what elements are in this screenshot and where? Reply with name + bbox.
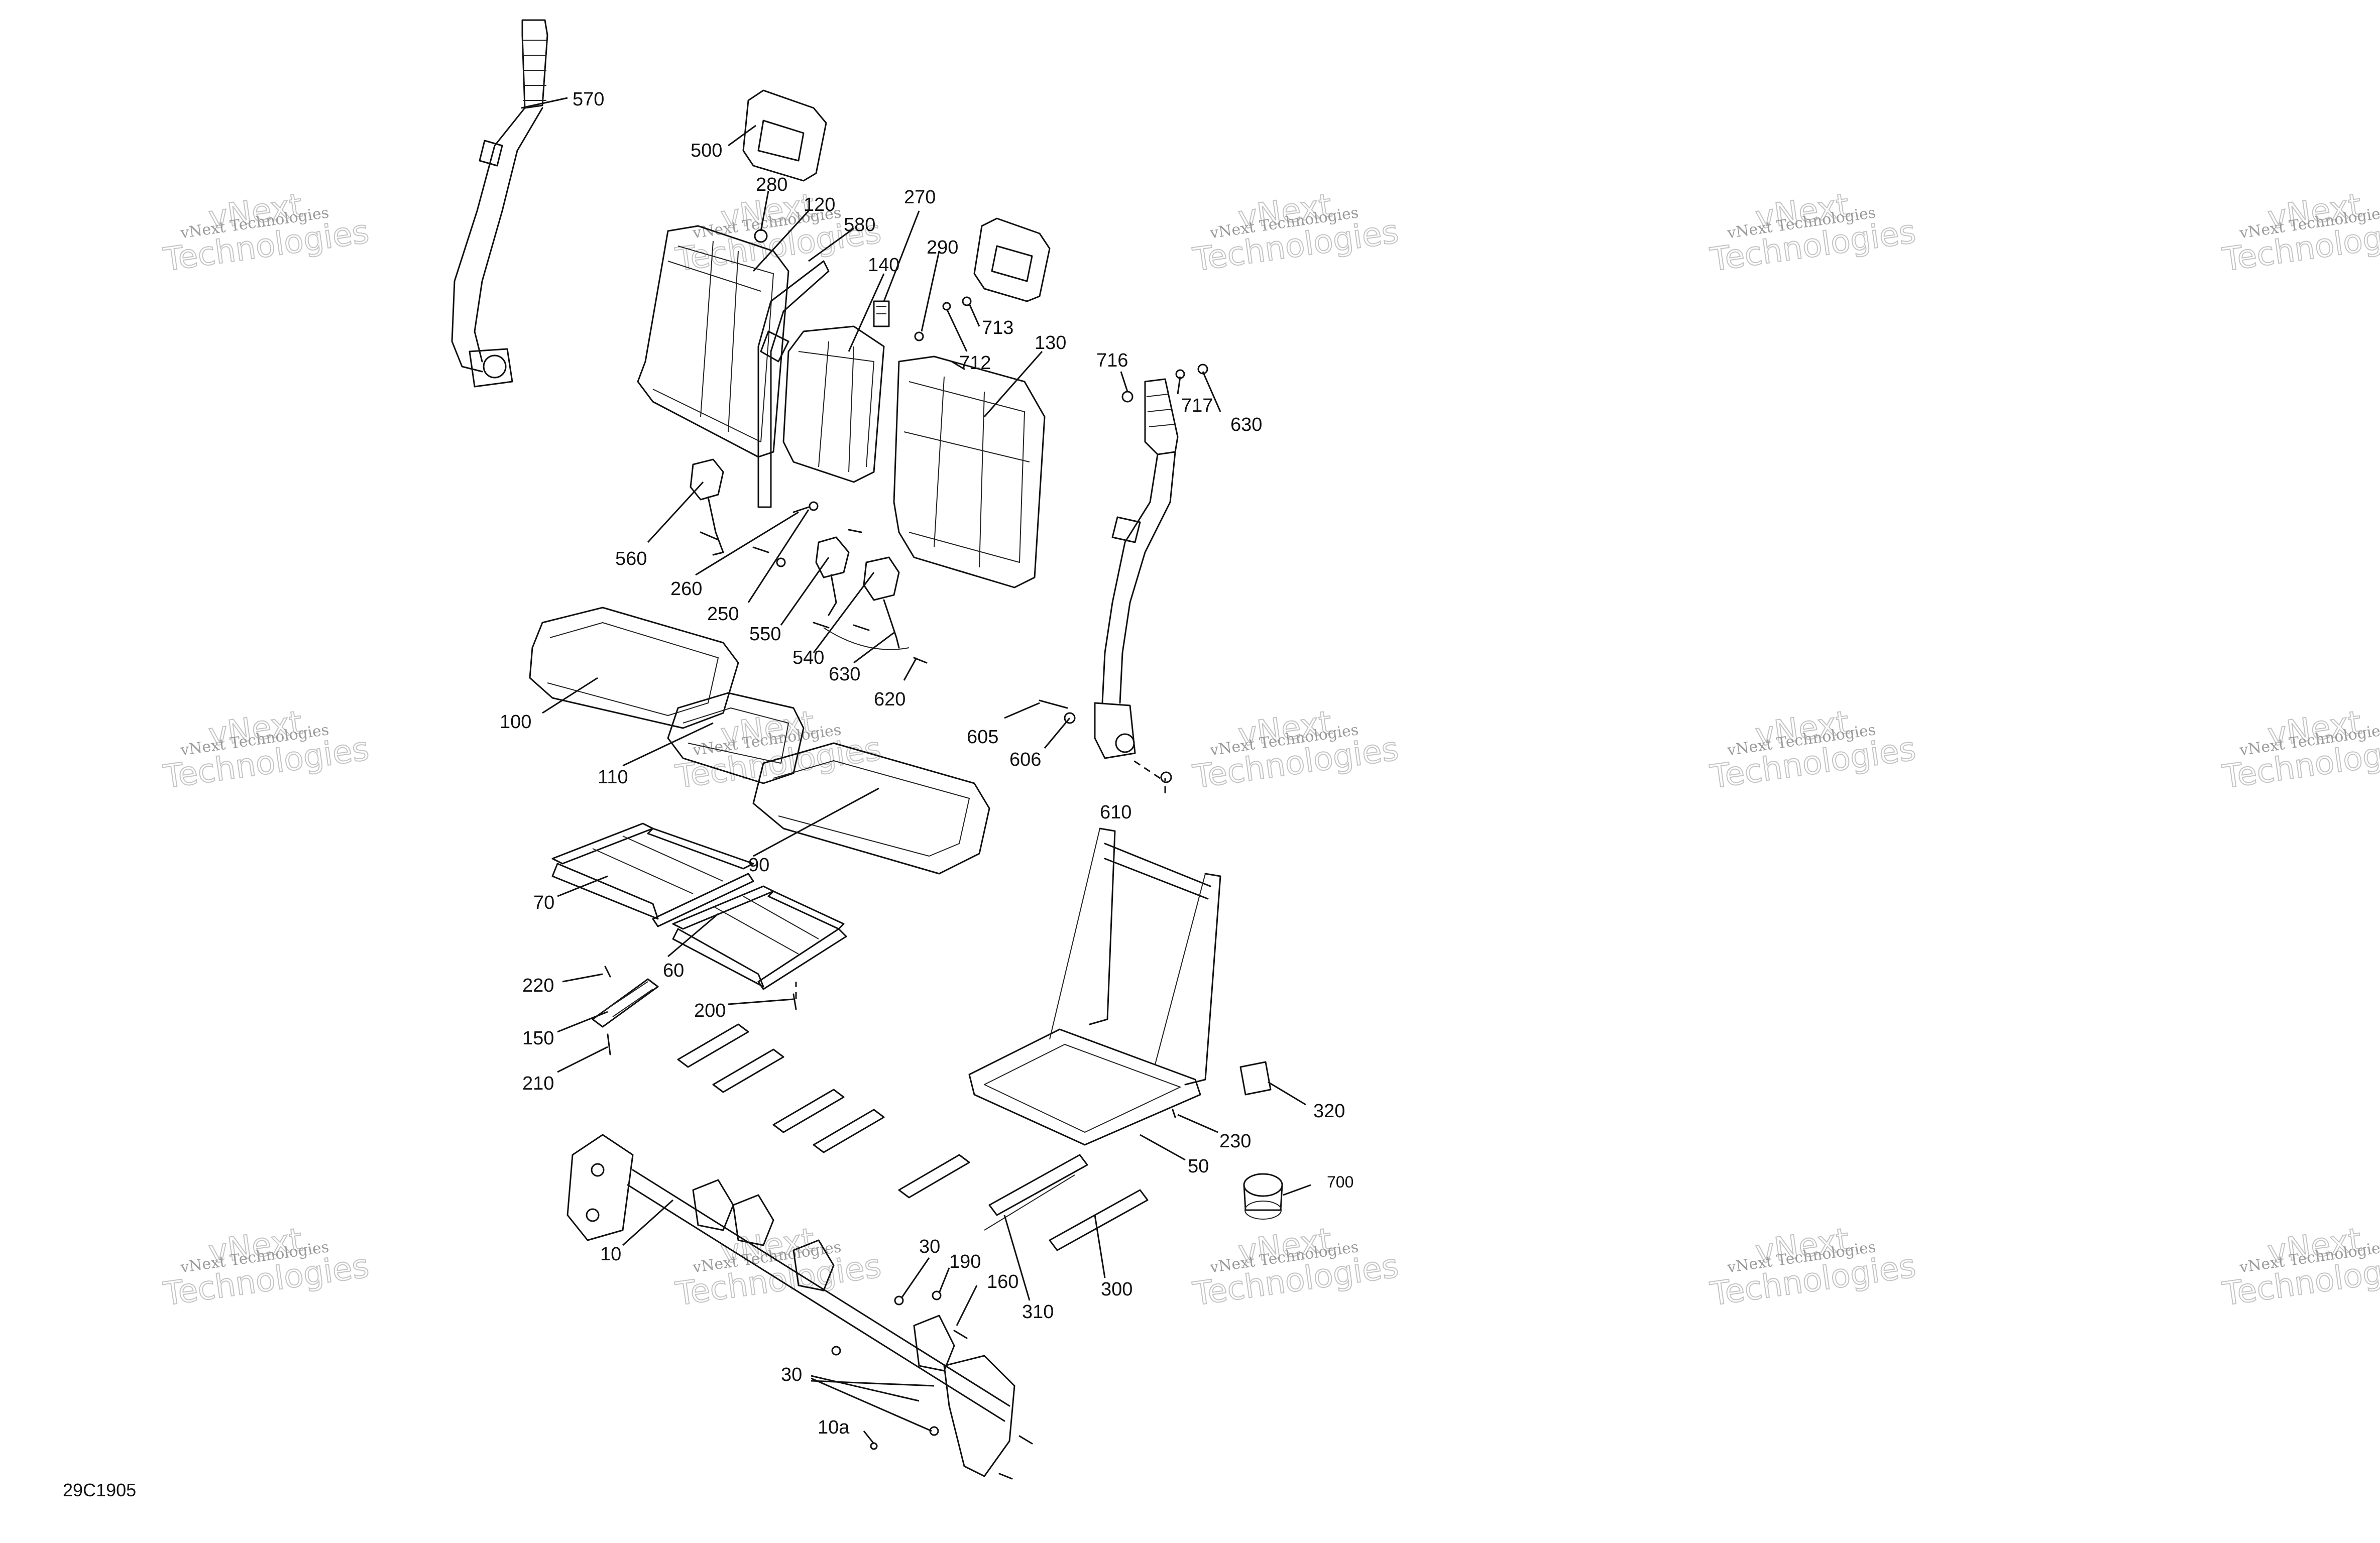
part-110-center-seat-cushion (667, 692, 805, 784)
part-320-bracket (1239, 1061, 1272, 1096)
callout-150: 150 (522, 1028, 554, 1049)
part-150-rail-slides (592, 978, 970, 1199)
part-120-left-backrest (637, 225, 789, 458)
callout-260: 260 (670, 578, 702, 600)
watermark: vNext Technologies vNext Technologies (161, 704, 372, 797)
part-70-left-seat-frame (551, 822, 754, 927)
part-10-base-frame (566, 1134, 1015, 1477)
callout-606: 606 (1009, 749, 1041, 770)
callout-110: 110 (598, 767, 628, 788)
part-50-seat-frame (968, 827, 1221, 1146)
callout-210: 210 (522, 1073, 554, 1094)
part-230-bolt (1172, 1109, 1176, 1118)
part-500-left-headrest (742, 89, 827, 182)
part-700-motor (1243, 1173, 1283, 1220)
callout-130: 130 (1035, 332, 1066, 353)
part-310-300-rails (984, 1154, 1149, 1251)
callout-310: 310 (1022, 1301, 1054, 1323)
callout-120: 120 (804, 194, 835, 215)
callout-630: 630 (1230, 414, 1262, 435)
watermark: vNext Technologies vNext Technologies (161, 1221, 372, 1314)
part-270-latch (873, 300, 890, 327)
part-140-center-backrest (782, 325, 885, 483)
part-220-200-210-fasteners (604, 966, 797, 1055)
callout-250: 250 (707, 604, 739, 625)
callout-50: 50 (1188, 1156, 1209, 1177)
part-right-seat-belt (1094, 364, 1208, 759)
callout-labels: 570 500 280 120 580 270 140 290 713 712 … (500, 89, 1353, 1438)
callout-630b: 630 (829, 664, 860, 685)
callout-580: 580 (844, 214, 875, 235)
watermark: vNext Technologies vNext Technologies (673, 1221, 884, 1314)
watermark: vNext Technologies vNext Technologies (2220, 704, 2380, 797)
callout-700: 700 (1327, 1173, 1353, 1191)
callout-300: 300 (1101, 1279, 1132, 1300)
part-580-center-belt (757, 260, 830, 508)
callout-10a: 10a (818, 1417, 850, 1438)
callout-70: 70 (533, 892, 554, 913)
callout-160: 160 (987, 1271, 1018, 1292)
callout-290: 290 (927, 237, 958, 258)
part-550-buckle (815, 536, 850, 616)
part-605-606-bolt (1039, 699, 1172, 783)
part-540-buckle (813, 556, 928, 664)
callout-140: 140 (868, 255, 899, 276)
callout-280: 280 (756, 174, 787, 195)
callout-500: 500 (691, 140, 722, 161)
part-130-right-backrest (893, 355, 1046, 588)
watermark: vNext Technologies vNext Technologies (1190, 704, 1401, 797)
watermark: vNext Technologies vNext Technologies (2220, 1221, 2380, 1314)
callout-30b: 30 (781, 1364, 802, 1385)
callout-620: 620 (874, 689, 905, 710)
callout-100: 100 (500, 711, 531, 733)
callout-230: 230 (1219, 1131, 1251, 1152)
callout-30: 30 (919, 1236, 940, 1257)
callout-610: 610 (1100, 802, 1131, 823)
callout-270: 270 (904, 187, 936, 208)
callout-10: 10 (600, 1244, 621, 1265)
callout-713: 713 (982, 317, 1013, 338)
part-right-headrest (973, 217, 1051, 302)
part-bottom-fasteners (831, 1290, 1033, 1480)
watermark: vNext Technologies vNext Technologies (161, 187, 372, 280)
part-100-left-seat-cushion (529, 607, 739, 729)
leader-lines (521, 97, 1311, 1444)
callout-200: 200 (694, 1000, 726, 1021)
callout-570: 570 (573, 89, 604, 110)
watermark: vNext Technologies vNext Technologies (2220, 187, 2380, 280)
callout-550: 550 (749, 624, 781, 645)
watermark: vNext Technologies vNext Technologies (1708, 187, 1918, 280)
callout-716: 716 (1096, 350, 1128, 371)
callout-712: 712 (959, 352, 991, 374)
watermark: vNext Technologies vNext Technologies (1190, 1221, 1401, 1314)
watermark: vNext Technologies vNext Technologies (1190, 187, 1401, 280)
callout-605: 605 (967, 727, 998, 748)
part-90-right-seat-cushion (752, 742, 990, 875)
callout-220: 220 (522, 975, 554, 996)
callout-540: 540 (792, 647, 824, 668)
watermark: vNext Technologies vNext Technologies (1708, 704, 1918, 797)
callout-320: 320 (1313, 1101, 1345, 1122)
diagram-reference-id: 29C1905 (63, 1480, 136, 1500)
part-260-250-bolts (752, 501, 862, 567)
callout-60: 60 (663, 960, 684, 981)
callout-560: 560 (615, 548, 647, 569)
callout-717: 717 (1181, 395, 1213, 416)
callout-190: 190 (949, 1251, 981, 1272)
part-560-buckle (690, 458, 724, 556)
part-570-left-seat-belt (451, 19, 548, 388)
part-60-right-seat-frame (672, 885, 847, 990)
watermarks: vNext Technologies vNext Technologies vN… (161, 187, 2380, 1314)
callout-90: 90 (748, 855, 769, 876)
watermark: vNext Technologies vNext Technologies (1708, 1221, 1918, 1314)
